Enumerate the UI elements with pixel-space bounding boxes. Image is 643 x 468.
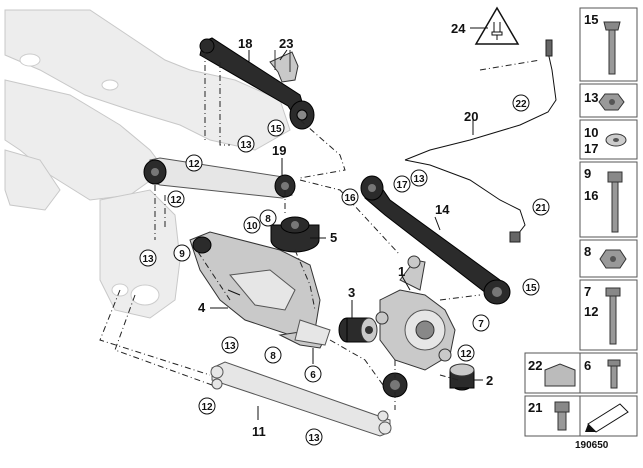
legend-row-9-16: 9 16 (579, 161, 638, 238)
part-labels: 18 23 19 24 20 14 5 1 3 4 2 11 190650 (198, 21, 609, 451)
label-4: 4 (198, 300, 206, 315)
upper-wishbone-18 (199, 37, 315, 130)
sensor-cable-20 (404, 39, 557, 243)
callout-21: 21 (532, 198, 550, 216)
svg-text:12: 12 (188, 159, 200, 170)
svg-text:13: 13 (240, 140, 252, 151)
svg-text:21: 21 (528, 400, 542, 415)
svg-text:15: 15 (270, 124, 282, 135)
bracket-23 (269, 50, 299, 83)
svg-text:12: 12 (584, 304, 598, 319)
callout-9: 9 (173, 244, 191, 262)
bush-lower (382, 372, 408, 398)
label-18: 18 (238, 36, 252, 51)
label-2: 2 (486, 373, 493, 388)
svg-text:10: 10 (246, 221, 258, 232)
wishbone-4 (189, 231, 331, 349)
callout-22: 22 (512, 94, 530, 112)
callout-12-b: 12 (167, 190, 185, 208)
svg-text:12: 12 (460, 349, 472, 360)
label-3: 3 (348, 285, 355, 300)
callout-13-a: 13 (237, 135, 255, 153)
legend-row-21: 21 (524, 395, 581, 437)
callout-10: 10 (243, 216, 261, 234)
svg-text:16: 16 (344, 193, 356, 204)
label-19: 19 (272, 143, 286, 158)
callout-15-a: 15 (267, 119, 285, 137)
legend-row-13: 13 (579, 83, 638, 118)
label-20: 20 (464, 109, 478, 124)
svg-text:9: 9 (584, 166, 591, 181)
svg-text:13: 13 (413, 174, 425, 185)
svg-text:22: 22 (528, 358, 542, 373)
callout-13-c: 13 (410, 169, 428, 187)
callout-8-a: 8 (259, 209, 277, 227)
leader-lines (210, 27, 488, 420)
fastener-legend: 15 13 10 17 9 16 8 (524, 7, 638, 437)
tension-strut-11 (210, 361, 392, 437)
label-11: 11 (252, 424, 266, 439)
svg-text:21: 21 (535, 203, 547, 214)
bush-3 (338, 317, 378, 343)
svg-text:9: 9 (179, 249, 185, 260)
label-1: 1 (398, 264, 405, 279)
svg-text:15: 15 (525, 283, 537, 294)
callout-12-a: 12 (185, 154, 203, 172)
svg-text:13: 13 (224, 341, 236, 352)
svg-text:7: 7 (478, 319, 484, 330)
svg-text:12: 12 (201, 402, 213, 413)
label-24: 24 (451, 21, 466, 36)
rubber-mount-5 (270, 216, 320, 253)
svg-text:8: 8 (584, 244, 591, 259)
legend-row-10-17: 10 17 (579, 119, 638, 160)
svg-text:8: 8 (265, 214, 271, 225)
svg-text:22: 22 (515, 99, 527, 110)
label-5: 5 (330, 230, 337, 245)
svg-text:6: 6 (310, 370, 316, 381)
label-14: 14 (435, 202, 450, 217)
svg-text:10: 10 (584, 125, 598, 140)
legend-row-7-12: 7 12 (579, 279, 638, 351)
svg-text:13: 13 (142, 254, 154, 265)
image-number: 190650 (575, 440, 609, 451)
legend-row-6: 6 (579, 352, 638, 394)
assembly-lines (99, 52, 541, 410)
svg-text:16: 16 (584, 188, 598, 203)
callout-12-c: 12 (457, 344, 475, 362)
svg-text:7: 7 (584, 284, 591, 299)
wheel-carrier-1 (375, 255, 456, 371)
control-arm-19 (143, 157, 296, 199)
svg-text:17: 17 (396, 180, 408, 191)
callout-7: 7 (472, 314, 490, 332)
rear-axle-carrier (4, 9, 291, 319)
svg-text:13: 13 (584, 90, 598, 105)
svg-text:6: 6 (584, 358, 591, 373)
electrical-warning-24 (474, 6, 520, 45)
label-23: 23 (279, 36, 293, 51)
callout-17: 17 (393, 175, 411, 193)
legend-row-15: 15 (579, 7, 638, 82)
callout-16: 16 (341, 188, 359, 206)
link-arm-14 (360, 175, 511, 305)
legend-row-8: 8 (579, 239, 638, 278)
svg-text:17: 17 (584, 141, 598, 156)
svg-text:15: 15 (584, 12, 598, 27)
legend-arrow-cell (579, 395, 638, 437)
svg-text:12: 12 (170, 195, 182, 206)
callout-8-b: 8 (264, 346, 282, 364)
svg-text:8: 8 (270, 351, 276, 362)
legend-row-22: 22 (524, 352, 581, 394)
bush-2 (449, 363, 475, 391)
callout-12-d: 12 (198, 397, 216, 415)
callout-15-b: 15 (522, 278, 540, 296)
callouts: 13 15 12 12 10 8 9 13 16 17 13 22 21 15 … (139, 94, 550, 446)
svg-text:13: 13 (308, 433, 320, 444)
callout-13-b: 13 (139, 249, 157, 267)
callout-6: 6 (304, 365, 322, 383)
callout-13-d: 13 (221, 336, 239, 354)
callout-13-e: 13 (305, 428, 323, 446)
